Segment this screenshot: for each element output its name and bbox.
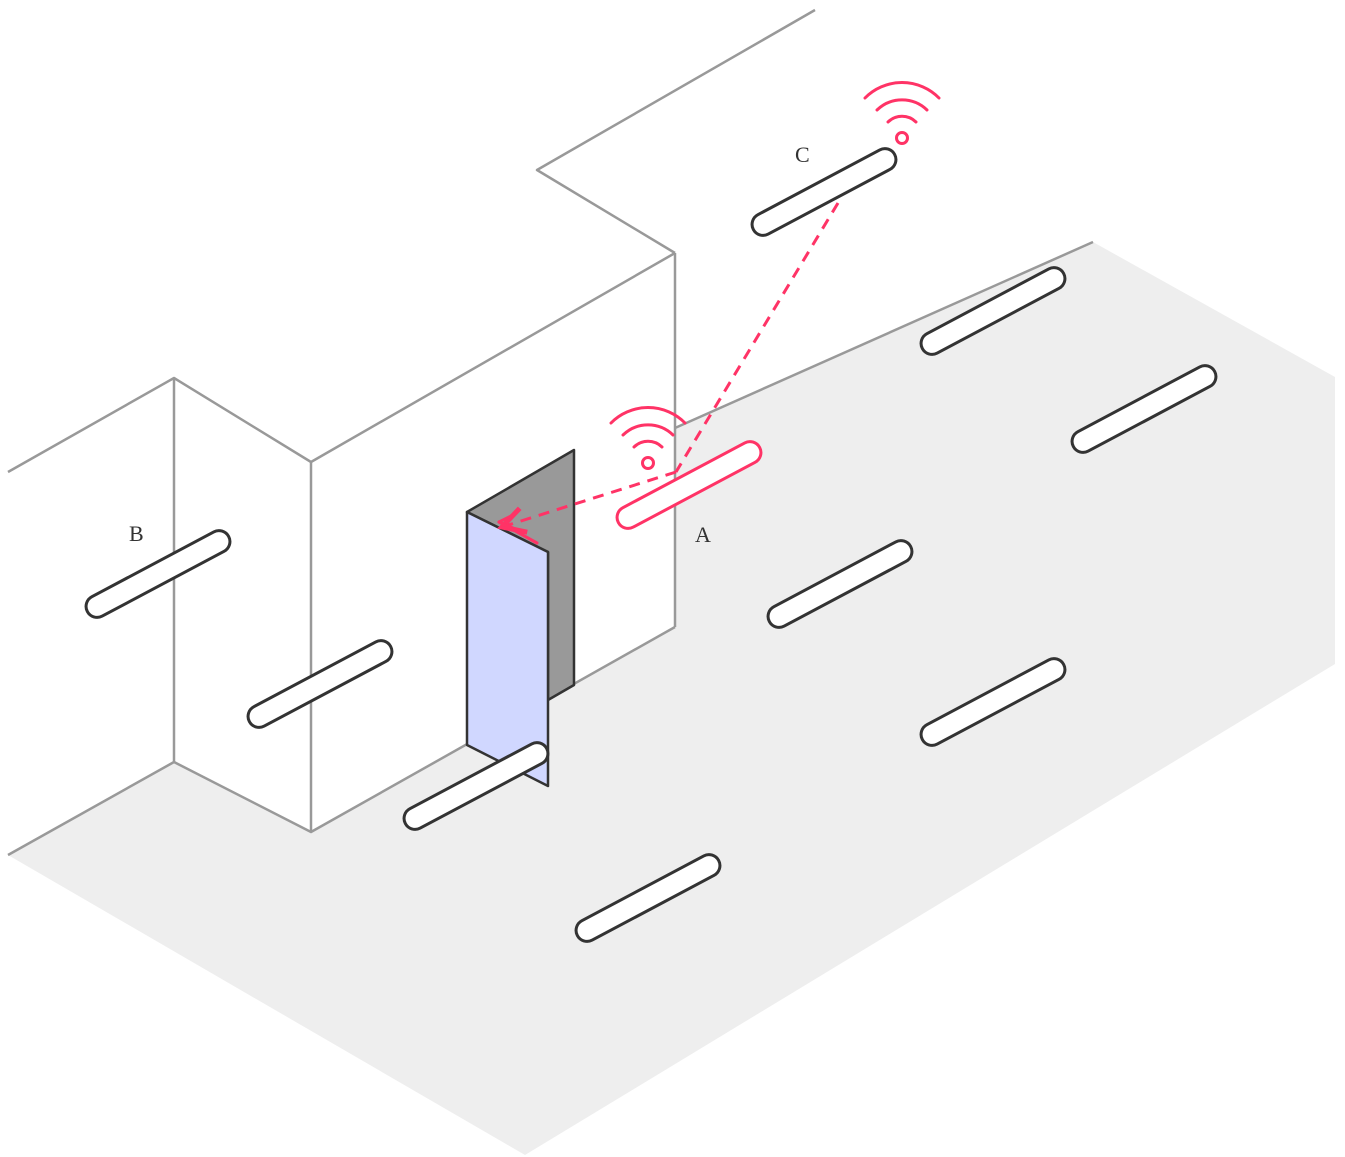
floor-area bbox=[8, 242, 1335, 1155]
light-fixture bbox=[919, 657, 1067, 747]
wifi-signal-icon bbox=[863, 81, 941, 145]
signal-beam-a-to-door bbox=[502, 470, 677, 527]
wall-outline-left bbox=[7, 251, 676, 474]
wifi-signal-icon bbox=[609, 406, 687, 470]
light-fixture bbox=[919, 266, 1067, 356]
light-fixture bbox=[402, 741, 550, 831]
door-panel bbox=[465, 510, 550, 788]
signal-link-c-to-a bbox=[674, 202, 840, 473]
light-fixture-c bbox=[750, 147, 898, 237]
light-fixture bbox=[246, 639, 394, 729]
wall-base-line-right bbox=[674, 240, 1094, 430]
light-fixture bbox=[766, 539, 914, 629]
label-c: C bbox=[795, 142, 810, 167]
detection-fan bbox=[497, 514, 539, 545]
label-a: A bbox=[695, 522, 711, 547]
light-fixture bbox=[1070, 364, 1218, 454]
light-fixture-a bbox=[615, 440, 763, 530]
light-fixture-b bbox=[84, 529, 232, 619]
wall-outline-upper bbox=[535, 8, 816, 255]
light-fixtures bbox=[84, 147, 1218, 943]
label-b: B bbox=[129, 521, 144, 546]
light-fixture bbox=[574, 853, 722, 943]
